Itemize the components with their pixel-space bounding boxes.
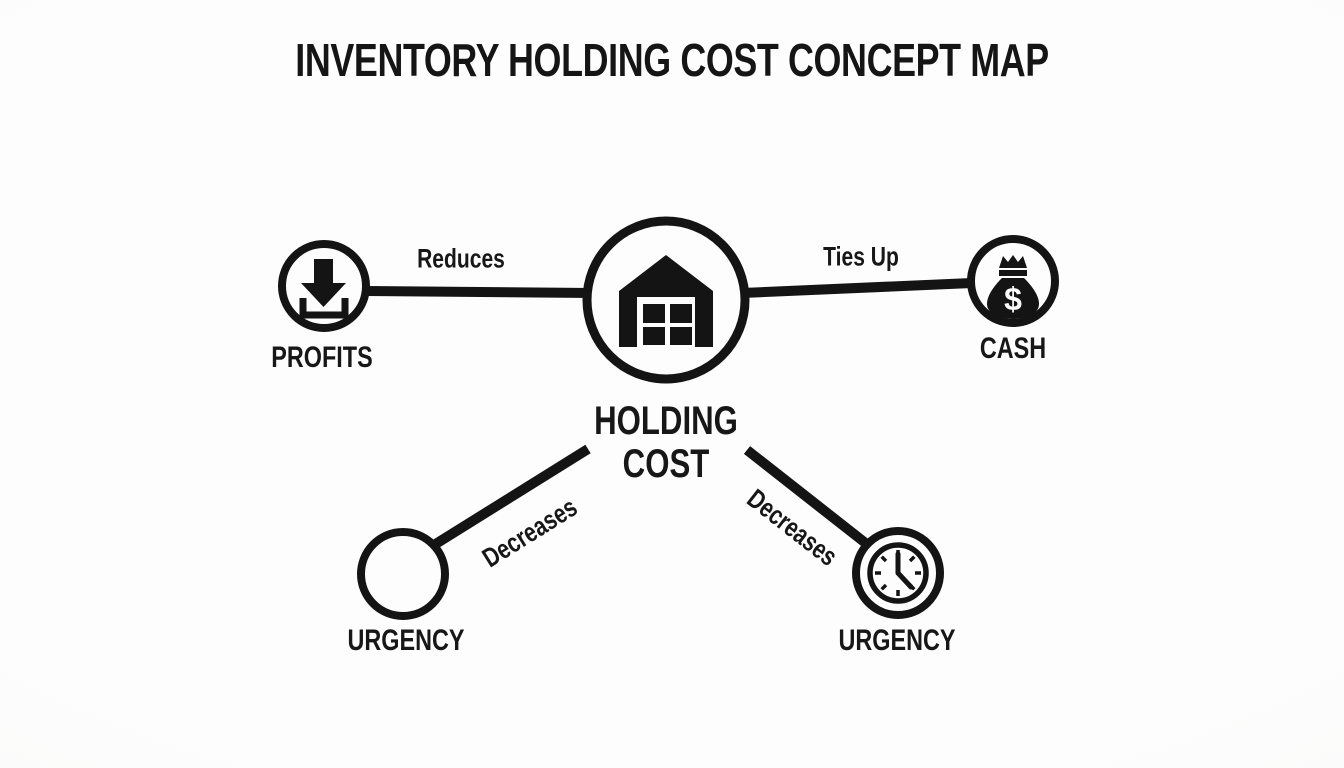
edge-label-reduces: Reduces xyxy=(417,243,505,274)
profits-label: PROFITS xyxy=(271,341,373,374)
page-title-text: INVENTORY HOLDING COST CONCEPT MAP xyxy=(295,34,1049,86)
edge-label-tiesup: Ties Up xyxy=(823,241,899,272)
edge-tiesup-line xyxy=(741,278,973,298)
download-arrow-icon xyxy=(299,259,349,319)
holding-cost-label-line1: HOLDING xyxy=(594,398,738,443)
urgency-right-label: URGENCY xyxy=(838,624,956,657)
holding-cost-label: HOLDING COST xyxy=(574,398,758,486)
edge-reduces-line xyxy=(365,286,593,298)
money-bag-icon: $ xyxy=(987,255,1039,319)
page-title: INVENTORY HOLDING COST CONCEPT MAP xyxy=(0,33,1344,87)
urgency-left-node xyxy=(357,528,449,620)
dollar-sign-glyph: $ xyxy=(1004,281,1022,317)
cash-label: CASH xyxy=(979,332,1047,365)
holding-cost-label-line2: COST xyxy=(622,442,710,486)
edge-decreases-left-line xyxy=(431,444,591,550)
edge-decreases-right-line xyxy=(743,446,872,549)
warehouse-icon xyxy=(619,255,713,347)
urgency-left-label: URGENCY xyxy=(347,624,465,657)
clock-icon xyxy=(867,542,929,604)
